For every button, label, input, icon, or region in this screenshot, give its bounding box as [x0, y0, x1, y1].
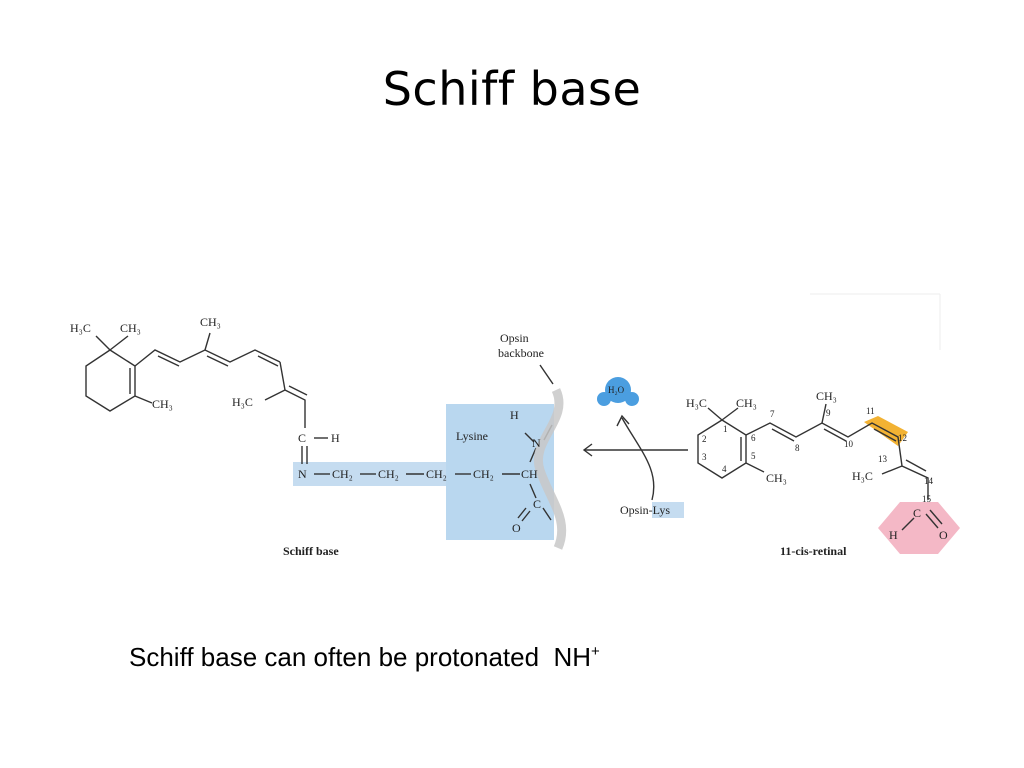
aldehyde-o-label: O	[939, 528, 948, 542]
lysine-label: Lysine	[456, 429, 488, 443]
carbon-number: 3	[702, 452, 707, 462]
ch3-label: CH₃	[766, 471, 787, 485]
bond	[721, 407, 739, 421]
carbon-number: 11	[866, 406, 875, 416]
opsin-backbone-label: backbone	[498, 346, 544, 360]
bond	[905, 459, 927, 472]
carbon-number: 7	[770, 409, 775, 419]
retinal-structure: H₃C CH₃ CH₃ CH₃ H₃C C H O 1 2 3 4 5 6 7 …	[686, 293, 960, 558]
schiff-base-structure: H₃C CH₃ CH₃ CH₃ H₃C C H N CH₂ CH₂ CH₂ CH…	[70, 315, 567, 558]
water-label: H₂O	[608, 385, 625, 395]
caption-text: Schiff base can often be protonated NH	[129, 642, 592, 672]
ch3-label: CH₃	[736, 396, 757, 410]
hydrogen-label: H	[331, 431, 340, 445]
ch3-label: CH₃	[152, 397, 173, 411]
ch2-label: CH₂	[332, 467, 353, 481]
carbon-number: 1	[723, 424, 728, 434]
bond	[521, 510, 531, 522]
bond	[745, 462, 765, 473]
carbon-number: 8	[795, 443, 800, 453]
polyene-chain	[134, 349, 281, 367]
bond	[529, 483, 537, 499]
ch-label: CH	[521, 467, 538, 481]
carbonyl-o-label: O	[512, 521, 521, 535]
bond	[95, 335, 111, 351]
bond	[134, 395, 153, 404]
amide-n-label: N	[532, 436, 541, 450]
opsin-backbone-label: Opsin	[500, 331, 529, 345]
bond	[881, 465, 903, 475]
water-molecule: H₂O	[597, 377, 639, 406]
bond	[771, 428, 795, 442]
aldehyde-h-label: H	[889, 528, 898, 542]
bond	[257, 355, 279, 367]
carbon-number: 6	[751, 433, 756, 443]
bond	[823, 428, 847, 442]
reaction-arrows: H₂O Opsin-Lys	[582, 377, 688, 518]
carbon-number: 9	[826, 408, 831, 418]
curved-arrow	[621, 417, 655, 501]
ch3-label: CH₃	[120, 321, 141, 335]
h3c-label: H₃C	[686, 396, 707, 410]
bond	[542, 507, 552, 521]
bond	[206, 355, 229, 367]
carbon-number: 4	[722, 464, 727, 474]
carbon-number: 10	[844, 439, 854, 449]
carbon-number: 12	[898, 433, 907, 443]
arrowhead	[616, 414, 630, 427]
caption: Schiff base can often be protonated NH+	[129, 642, 600, 673]
carbon-label: C	[298, 431, 306, 445]
carbon-number: 14	[924, 476, 934, 486]
retinal-chain	[745, 422, 929, 500]
bond	[707, 407, 723, 421]
lys-highlight	[652, 502, 684, 518]
caption-superscript: +	[591, 643, 600, 660]
h3c-label: H₃C	[852, 469, 873, 483]
left-ring	[85, 349, 136, 412]
bond	[264, 389, 286, 401]
ch2-label: CH₂	[426, 467, 447, 481]
ch3-label: CH₃	[200, 315, 221, 329]
bond	[873, 428, 897, 442]
carbon-number: 5	[751, 451, 756, 461]
bond	[929, 509, 943, 525]
bond	[821, 403, 827, 424]
amide-h-label: H	[510, 408, 519, 422]
aldehyde-highlight	[878, 502, 960, 554]
slide-title: Schiff base	[382, 62, 642, 116]
bond	[204, 332, 211, 351]
carbon-number: 13	[878, 454, 888, 464]
carbonyl-c-label: C	[533, 497, 541, 511]
bond	[157, 355, 180, 367]
ch2-label: CH₂	[378, 467, 399, 481]
bond	[517, 507, 527, 519]
carbon-number: 15	[922, 494, 932, 504]
h3c-label: H₃C	[70, 321, 91, 335]
ch3-label: CH₃	[816, 389, 837, 403]
polyene-chain-lower	[279, 361, 306, 428]
schiff-base-label: Schiff base	[283, 544, 339, 558]
bond	[288, 385, 308, 396]
bond	[539, 364, 554, 385]
opsin-backbone-ribbon	[533, 388, 567, 550]
carbon-number: 2	[702, 434, 707, 444]
h3c-label: H₃C	[232, 395, 253, 409]
opsin-lys-label: Opsin-Lys	[620, 503, 670, 517]
ch2-label: CH₂	[473, 467, 494, 481]
arrowhead	[582, 443, 593, 457]
bond	[901, 517, 915, 531]
nitrogen-label: N	[298, 467, 307, 481]
aldehyde-c-label: C	[913, 506, 921, 520]
bond	[925, 513, 939, 529]
bond	[109, 335, 129, 351]
bond	[524, 432, 535, 443]
retinal-label: 11-cis-retinal	[780, 544, 847, 558]
bond	[529, 447, 537, 463]
